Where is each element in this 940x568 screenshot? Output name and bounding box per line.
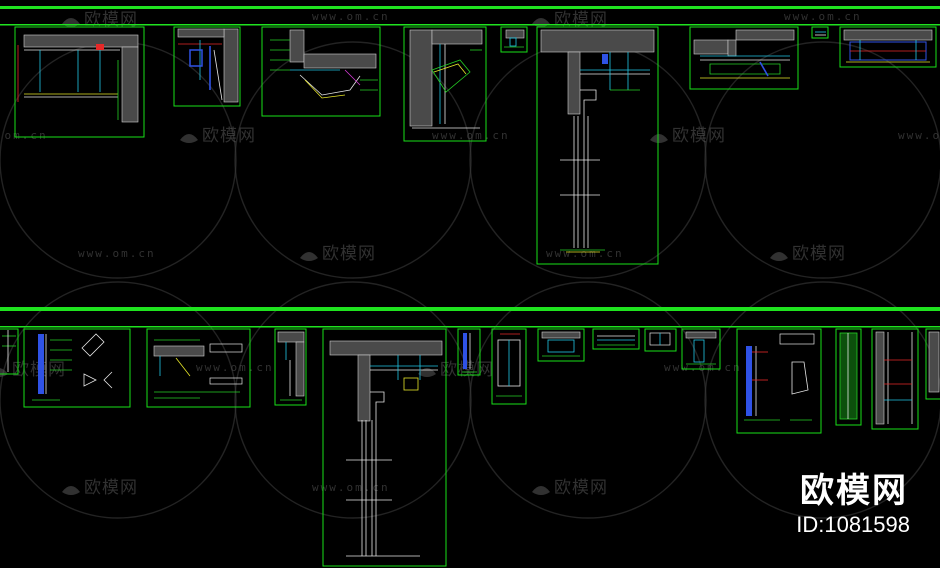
drawing-sheet xyxy=(592,328,640,350)
svg-text:www.om.cn: www.om.cn xyxy=(196,361,274,374)
svg-text:www.om.cn: www.om.cn xyxy=(432,129,510,142)
drawing-sheet xyxy=(146,328,251,408)
watermark-logo: 欧模网 xyxy=(180,126,256,146)
drawing-sheet xyxy=(871,328,919,430)
drawing-sheet xyxy=(681,328,721,370)
drawing-sheet xyxy=(536,26,659,265)
top-row-baseline xyxy=(0,24,940,26)
svg-text:欧模网: 欧模网 xyxy=(554,478,608,498)
svg-text:www.om.cn: www.om.cn xyxy=(312,10,390,23)
svg-text:欧模网: 欧模网 xyxy=(792,244,846,264)
brand-logo-text: 欧模网 xyxy=(800,471,908,511)
drawing-sheet xyxy=(322,328,447,567)
drawing-sheet xyxy=(689,26,799,90)
svg-text:www.om.cn: www.om.cn xyxy=(664,361,742,374)
svg-text:www.om.cn: www.om.cn xyxy=(546,247,624,260)
drawing-sheet xyxy=(835,328,862,426)
drawing-sheet xyxy=(403,26,487,142)
drawing-sheet xyxy=(457,328,481,376)
drawing-sheet xyxy=(491,328,527,405)
drawing-sheet xyxy=(274,328,307,406)
drawing-sheet xyxy=(173,26,241,107)
top-band xyxy=(0,6,940,9)
drawing-sheet xyxy=(644,328,677,352)
svg-text:www.om.cn: www.om.cn xyxy=(898,129,940,142)
bottom-row-drawings xyxy=(0,328,940,567)
drawing-sheet xyxy=(537,328,585,362)
svg-text:欧模网: 欧模网 xyxy=(322,244,376,264)
svg-text:www.om.cn: www.om.cn xyxy=(0,129,48,142)
drawing-sheet xyxy=(736,328,822,434)
svg-text:www.om.cn: www.om.cn xyxy=(784,10,862,23)
model-id-label: ID:1081598 xyxy=(796,512,910,537)
svg-text:欧模网: 欧模网 xyxy=(84,478,138,498)
watermark-logo: 欧模网 xyxy=(62,478,138,498)
middle-band xyxy=(0,307,940,311)
watermark-logo: 欧模网 xyxy=(300,244,376,264)
svg-text:欧模网: 欧模网 xyxy=(202,126,256,146)
svg-text:www.om.cn: www.om.cn xyxy=(312,481,390,494)
drawing-sheet xyxy=(0,328,19,375)
watermark-logo: 欧模网 xyxy=(532,478,608,498)
bottom-row-baseline xyxy=(0,326,940,328)
drawing-sheet xyxy=(925,328,940,400)
drawing-sheet xyxy=(839,26,937,68)
watermark-logo: 欧模网 xyxy=(770,244,846,264)
svg-text:欧模网: 欧模网 xyxy=(672,126,726,146)
watermark-arcs xyxy=(0,41,940,519)
drawing-sheet xyxy=(500,26,528,53)
top-row-drawings xyxy=(14,26,937,265)
watermark-logo: 欧模网 xyxy=(650,126,726,146)
drawing-sheet xyxy=(811,26,829,39)
watermark-layer: 欧模网 欧模网 欧模网 欧模网 欧模网 欧模网 xyxy=(0,10,940,519)
drawing-sheet xyxy=(261,26,381,117)
separator-bands xyxy=(0,6,940,328)
drawing-sheet xyxy=(23,328,131,408)
svg-text:www.om.cn: www.om.cn xyxy=(78,247,156,260)
drawing-sheet xyxy=(14,26,145,138)
